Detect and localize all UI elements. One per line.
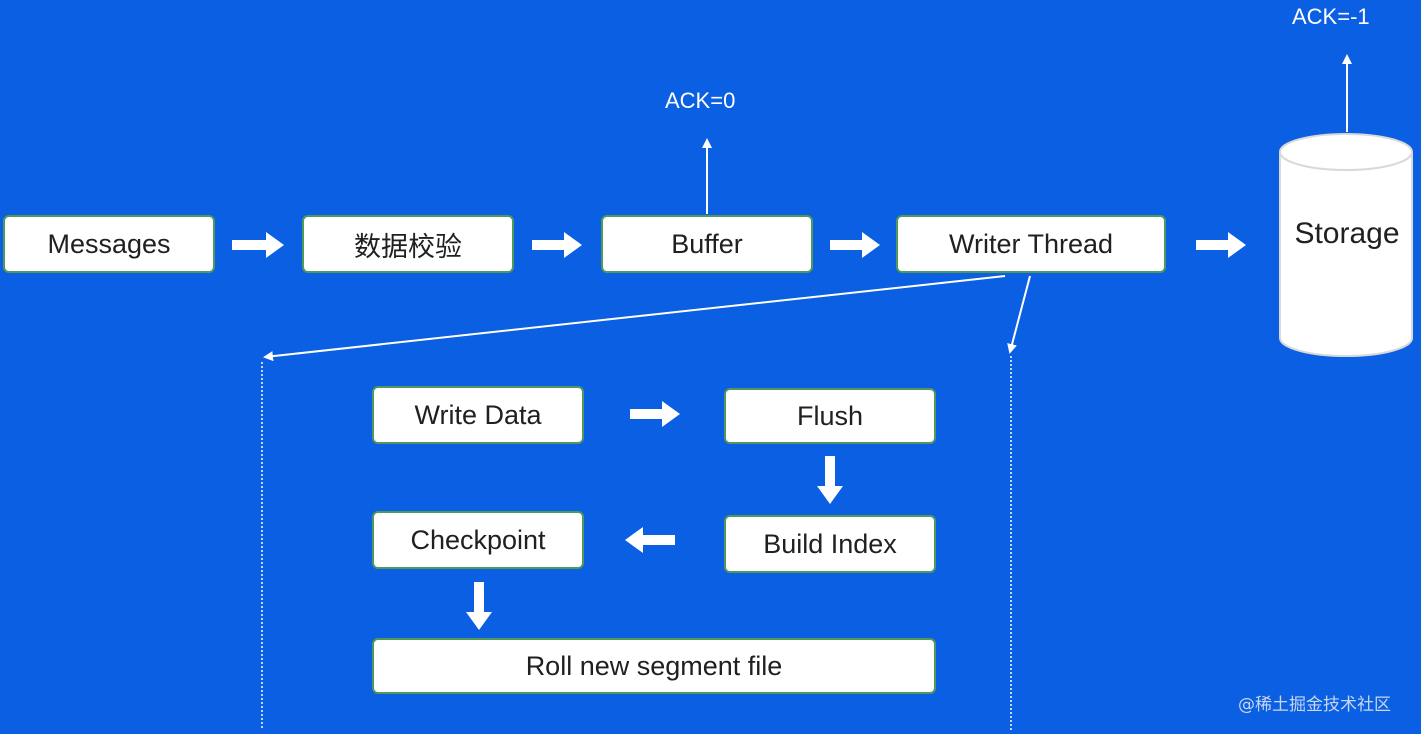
block-arrow-write-flush <box>630 401 680 427</box>
block-arrow-flush-index <box>817 456 843 504</box>
checkpoint-box: Checkpoint <box>372 511 584 569</box>
write-data-box: Write Data <box>372 386 584 444</box>
buffer-box: Buffer <box>601 215 813 273</box>
block-arrow-checkpoint-roll <box>466 582 492 630</box>
block-arrow-validation-buffer <box>532 232 582 258</box>
storage-label: Storage <box>1294 217 1400 250</box>
watermark-text: @稀土掘金技术社区 <box>1238 695 1391 715</box>
writer-thread-box: Writer Thread <box>896 215 1166 273</box>
expand-line-left <box>263 275 1006 362</box>
block-arrow-buffer-writer <box>830 232 880 258</box>
ack-buffer-label: ACK=0 <box>665 88 736 113</box>
ack-storage-label: ACK=-1 <box>1292 4 1370 29</box>
build-index-box: Build Index <box>724 515 936 573</box>
expand-line-right <box>1007 275 1031 354</box>
messages-box: Messages <box>3 215 215 273</box>
flush-box: Flush <box>724 388 936 444</box>
block-arrow-messages-validation <box>232 232 284 258</box>
block-arrow-writer-storage <box>1196 232 1246 258</box>
roll-segment-box: Roll new segment file <box>372 638 936 694</box>
block-arrow-index-checkpoint <box>625 527 675 553</box>
validation-box: 数据校验 <box>302 215 514 273</box>
